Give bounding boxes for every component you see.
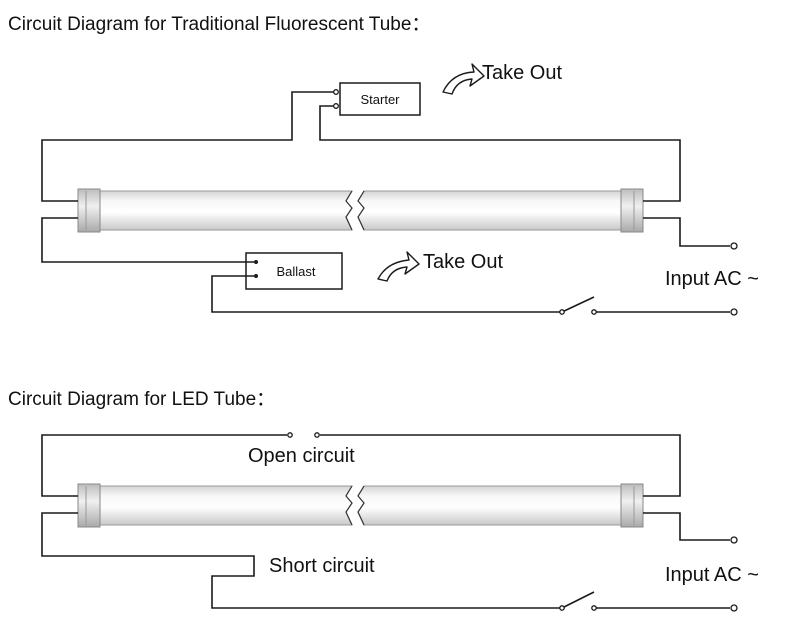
traditional-input-ac-label: Input AC ~ <box>665 268 759 290</box>
led-title: Circuit Diagram for LED Tube： <box>8 389 275 410</box>
fluorescent-tube <box>77 188 644 233</box>
starter-take-out-arrow-icon <box>442 63 485 95</box>
starter: Starter <box>333 82 421 116</box>
open-circuit-gap-right <box>314 432 320 438</box>
led-wiring <box>41 434 730 609</box>
led-terminals <box>287 432 738 612</box>
led-ac-terminal-bottom <box>730 604 738 612</box>
traditional-wiring <box>41 91 730 313</box>
ac-terminal-top <box>730 242 738 250</box>
led-ac-terminal-top <box>730 536 738 544</box>
starter-take-out-label: Take Out <box>482 62 562 84</box>
starter-label: Starter <box>360 92 400 107</box>
traditional-terminals <box>559 242 738 316</box>
ballast: Ballast <box>245 252 343 290</box>
open-circuit-label: Open circuit <box>248 445 355 467</box>
open-circuit-gap-left <box>287 432 293 438</box>
short-circuit-label: Short circuit <box>269 555 375 577</box>
ac-terminal-bottom <box>730 308 738 316</box>
traditional-title: Circuit Diagram for Traditional Fluoresc… <box>8 14 430 35</box>
ballast-label: Ballast <box>276 264 315 279</box>
led-input-ac-label: Input AC ~ <box>665 564 759 586</box>
ballast-take-out-arrow-icon <box>377 251 420 282</box>
ballast-take-out-label: Take Out <box>423 251 503 273</box>
led-tube <box>77 483 644 528</box>
